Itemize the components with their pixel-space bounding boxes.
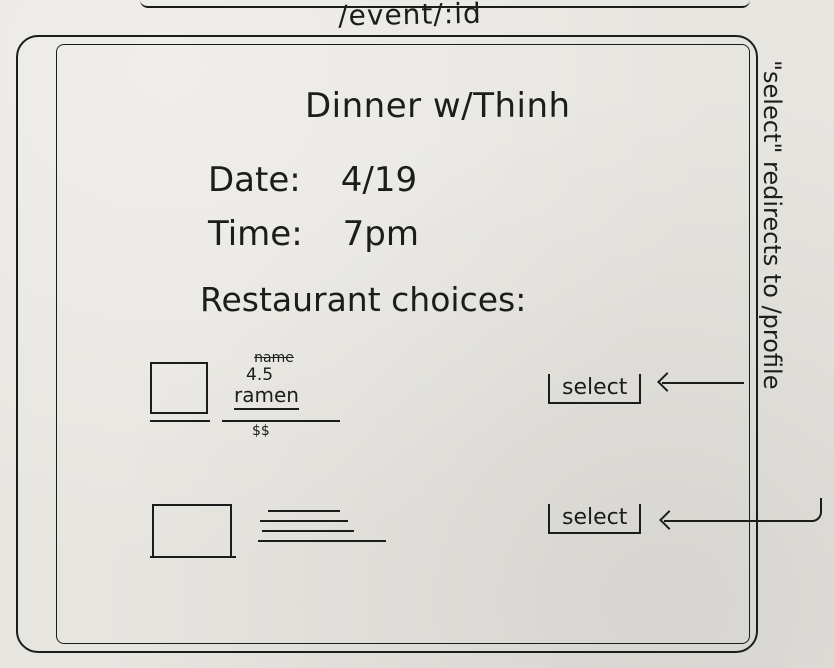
thumb-underline (150, 420, 210, 422)
restaurant-cuisine: ramen (234, 384, 299, 410)
browser-window-frame (16, 35, 758, 653)
date-value: 4/19 (340, 160, 418, 200)
restaurant-price: $$ (252, 423, 270, 439)
thumb-underline (150, 556, 236, 558)
arrow-left-icon (664, 520, 814, 522)
event-time-row: Time: 7pm (208, 214, 419, 254)
time-value: 7pm (342, 214, 420, 254)
event-date-row: Date: 4/19 (208, 160, 417, 200)
restaurant-rating: 4.5 (246, 365, 274, 385)
restaurant-choices-heading: Restaurant choices: (200, 280, 527, 319)
select-restaurant-button[interactable]: select (548, 504, 642, 534)
text-placeholder-line (258, 540, 386, 542)
event-title: Dinner w/Thinh (305, 86, 571, 126)
select-restaurant-button[interactable]: select (548, 374, 642, 404)
arrow-left-icon (662, 382, 744, 384)
restaurant-name: name (254, 350, 294, 366)
restaurant-details-placeholder (258, 510, 388, 550)
text-placeholder-line (262, 530, 354, 532)
browser-top-edge (140, 0, 750, 8)
arrow-connector (806, 498, 822, 522)
time-label: Time: (208, 214, 303, 254)
date-label: Date: (208, 160, 301, 200)
redirect-annotation: "select" redirects to /profile (758, 60, 786, 390)
image-placeholder-icon (150, 362, 208, 414)
page-content-frame (56, 44, 750, 644)
text-placeholder-line (268, 510, 340, 512)
text-placeholder-line (260, 520, 348, 522)
restaurant-divider (222, 420, 340, 422)
route-label: /event/:id (337, 0, 483, 33)
image-placeholder-icon (152, 504, 232, 558)
